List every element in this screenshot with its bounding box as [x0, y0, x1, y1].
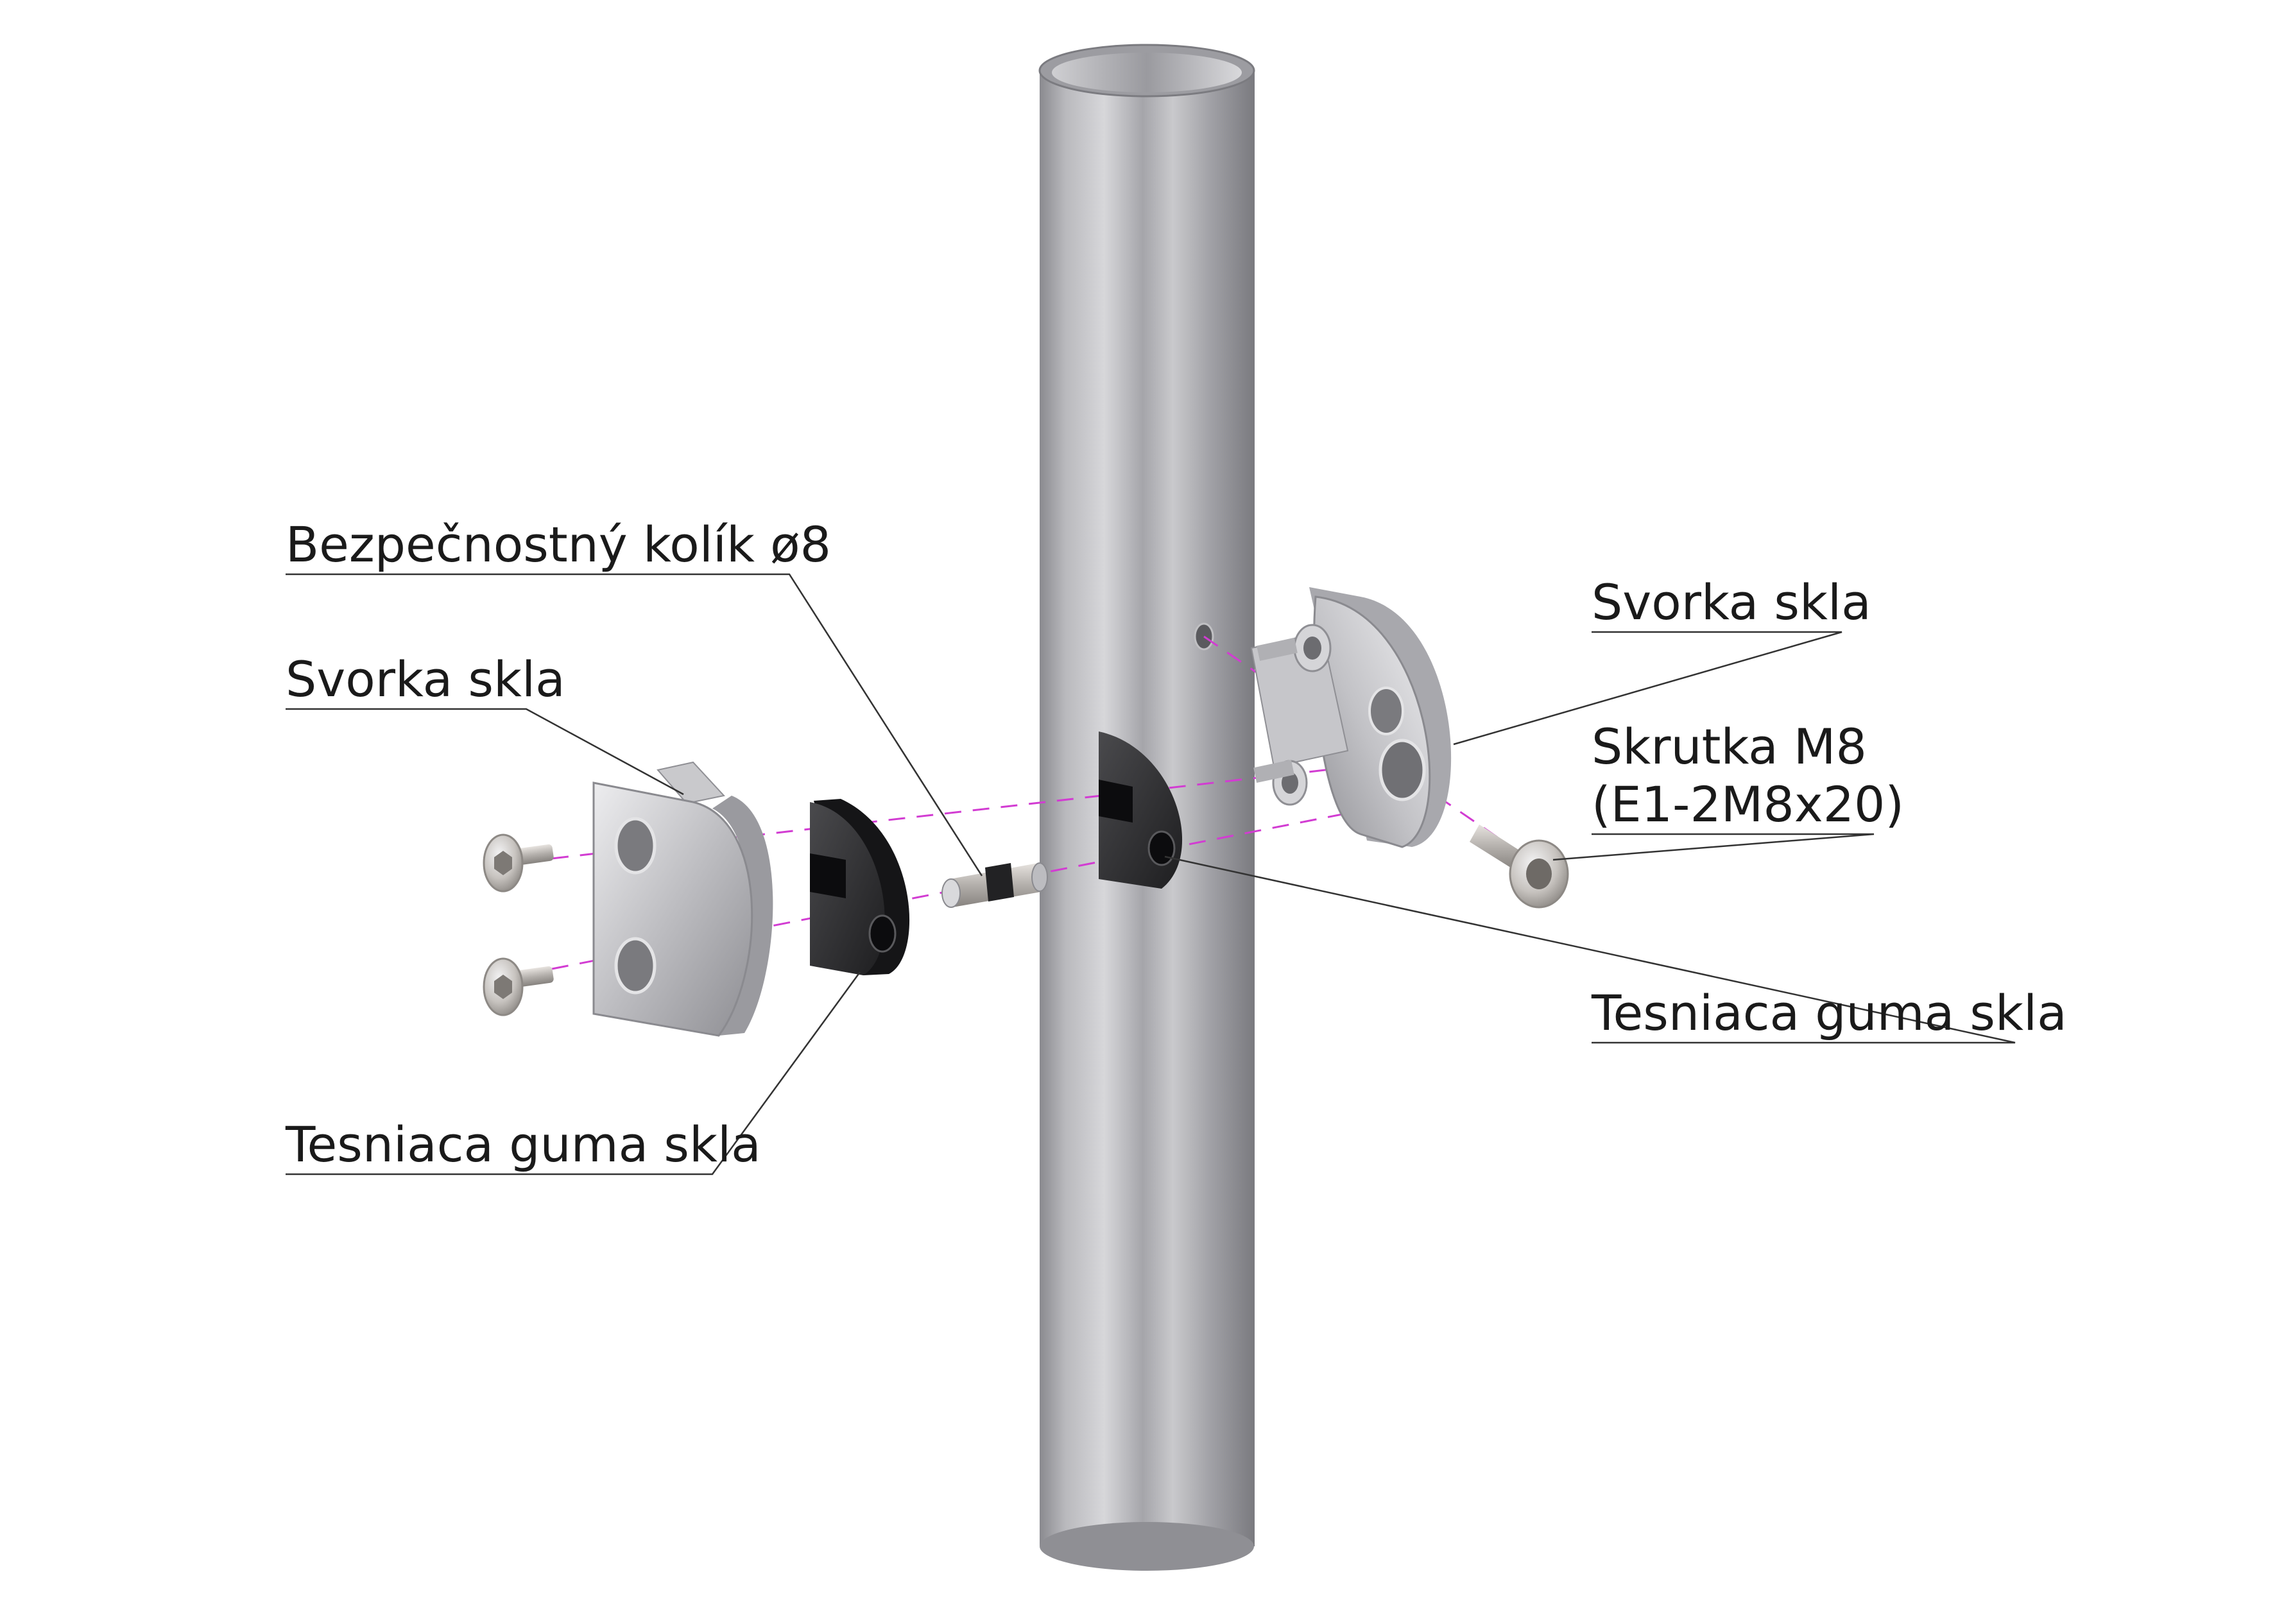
leader-pin — [286, 573, 983, 876]
safety-pin — [941, 862, 1048, 908]
right-button-head-screw — [1470, 825, 1569, 909]
leader-clamp-right — [1453, 631, 1842, 746]
label-glass-clamp-left: Svorka skla — [286, 651, 565, 708]
label-glass-clamp-right: Svorka skla — [1592, 574, 1871, 631]
steel-tube — [1038, 44, 1255, 1571]
leader-lines — [286, 573, 2016, 1175]
leader-clamp-left — [286, 708, 684, 796]
label-safety-pin: Bezpečnostný kolík ø8 — [286, 516, 831, 573]
label-screw-m8: Skrutka M8 — [1592, 718, 1867, 775]
right-glass-clamp — [1250, 587, 1452, 848]
label-rubber-gasket-left: Tesniaca guma skla — [285, 1116, 761, 1173]
leader-gasket-left — [286, 971, 861, 1175]
screw-bottom — [483, 957, 554, 1016]
left-countersunk-screws — [483, 833, 554, 1016]
right-rubber-gasket — [1099, 731, 1183, 889]
leader-gasket-right — [1164, 855, 2016, 1044]
leader-screw — [1552, 833, 1875, 861]
left-rubber-gasket — [810, 799, 910, 975]
screw-top — [483, 833, 554, 893]
label-screw-code: (E1-2M8x20) — [1592, 776, 1904, 833]
label-rubber-gasket-right: Tesniaca guma skla — [1591, 984, 2067, 1041]
part-labels: Bezpečnostný kolík ø8 Svorka skla Tesnia… — [285, 516, 2067, 1173]
left-glass-clamp — [592, 761, 773, 1037]
